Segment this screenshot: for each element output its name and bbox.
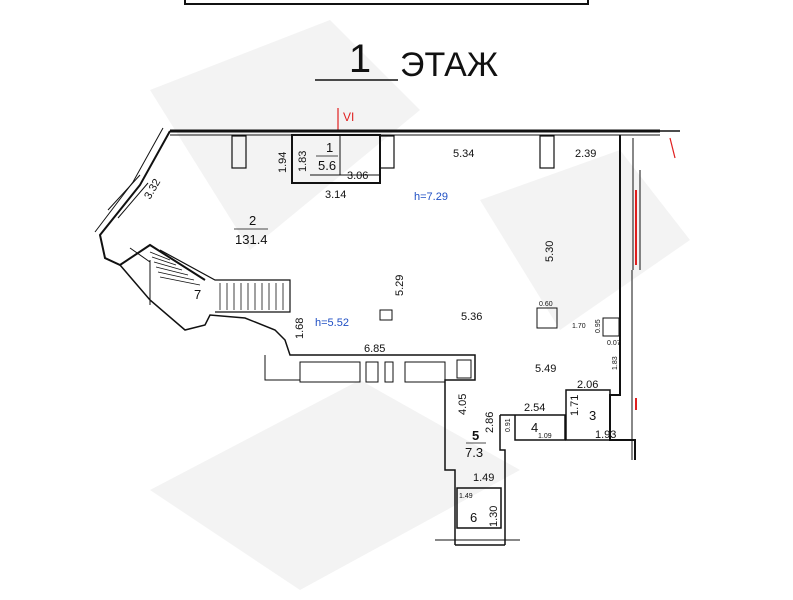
dim-529: 5.29 [394, 275, 406, 296]
dim-194: 1.94 [277, 152, 289, 173]
dim-193: 1.93 [595, 429, 616, 441]
stair-tread [157, 271, 195, 281]
dim-286: 2.86 [484, 412, 496, 433]
room-6-number: 6 [470, 510, 477, 525]
room-1-area: 5.6 [318, 158, 336, 173]
walls [94, 127, 680, 546]
dim-549: 5.49 [535, 363, 556, 375]
sdim-149: 1.49 [459, 493, 473, 500]
dim-534: 5.34 [453, 148, 474, 160]
room-1-number: 1 [326, 140, 333, 155]
sdim-183: 1.83 [612, 356, 619, 370]
sdim-095: 0.95 [595, 319, 602, 333]
room-5-number: 5 [472, 428, 479, 443]
dim-314: 3.14 [325, 189, 346, 201]
room-7-number: 7 [194, 287, 201, 302]
dim-536: 5.36 [461, 311, 482, 323]
dim-530: 5.30 [544, 241, 556, 262]
stair-tread [159, 276, 201, 286]
stair-tread [155, 266, 189, 276]
room-3-number: 3 [589, 408, 596, 423]
dim-405: 4.05 [457, 394, 469, 415]
room-2-number: 2 [249, 213, 256, 228]
height-label-1: h=7.29 [414, 191, 448, 203]
sdim-091: 0.91 [505, 418, 512, 432]
dim-239: 2.39 [575, 148, 596, 160]
dim-254: 2.54 [524, 402, 545, 414]
watermark [150, 20, 690, 590]
sdim-060: 0.60 [539, 301, 553, 308]
stair-tread [153, 261, 183, 271]
sdim-109: 1.09 [538, 433, 552, 440]
sdim-007: 0.07 [607, 340, 621, 347]
stair-treads [149, 251, 284, 310]
dim-149: 1.49 [473, 472, 494, 484]
dim-206: 2.06 [577, 379, 598, 391]
title-frame [184, 0, 589, 5]
stair-tread [149, 251, 171, 261]
stair-tread [151, 256, 177, 266]
dim-306: 3.06 [347, 170, 368, 182]
axis-marker: VI [343, 110, 354, 124]
sdim-170: 1.70 [572, 323, 586, 330]
height-label-2: h=5.52 [315, 317, 349, 329]
dim-183: 1.83 [297, 151, 309, 172]
dim-171: 1.71 [569, 395, 581, 416]
dim-685: 6.85 [364, 343, 385, 355]
dim-332: 3.32 [142, 177, 163, 202]
floor-word: ЭТАЖ [400, 46, 498, 84]
dim-130: 1.30 [488, 506, 500, 527]
floor-number: 1 [349, 37, 371, 81]
dim-168: 1.68 [294, 318, 306, 339]
room-5-area: 7.3 [465, 445, 483, 460]
room-4-number: 4 [531, 420, 538, 435]
room-2-area: 131.4 [235, 232, 268, 247]
